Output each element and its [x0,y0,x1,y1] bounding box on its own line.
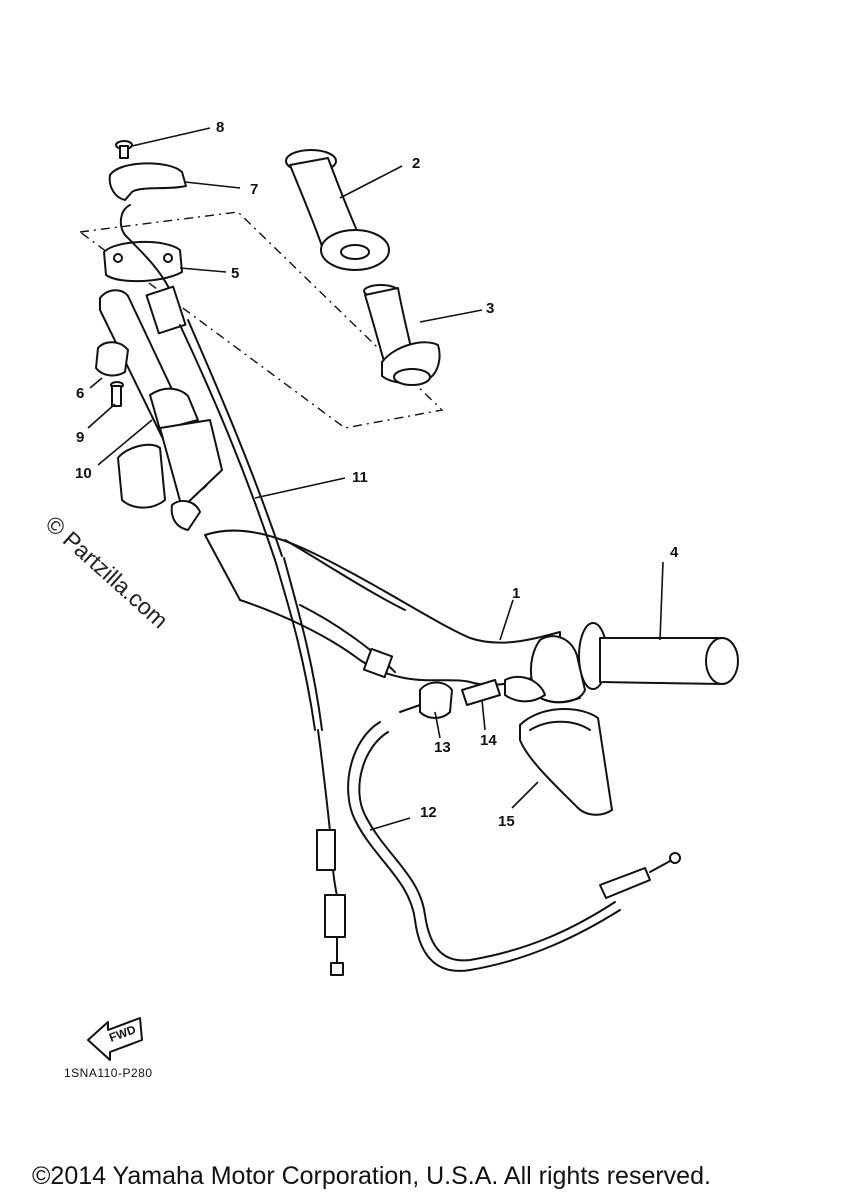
right-grip[interactable] [578,622,739,690]
callout-6[interactable]: 6 [76,385,84,402]
callout-14[interactable]: 14 [480,732,497,749]
callout-3[interactable]: 3 [486,300,494,317]
lock-nut[interactable] [461,679,501,706]
callout-12[interactable]: 12 [420,804,437,821]
throttle-grip[interactable] [363,284,441,386]
callout-8[interactable]: 8 [216,119,224,136]
callout-1[interactable]: 1 [512,585,520,602]
throttle-housing[interactable] [99,289,223,531]
callout-9[interactable]: 9 [76,429,84,446]
clutch-cable[interactable] [347,721,681,972]
screw-8[interactable] [115,140,133,159]
drawing-code: 1SNA110-P280 [64,1066,153,1080]
callout-5[interactable]: 5 [231,265,239,282]
callout-15[interactable]: 15 [498,813,515,830]
clutch-lever-holder[interactable] [504,635,586,704]
fwd-arrow-icon: FWD [87,1017,143,1061]
callout-13[interactable]: 13 [434,739,451,756]
subassembly-frame [78,211,444,429]
callout-10[interactable]: 10 [75,465,92,482]
copyright-notice: ©2014 Yamaha Motor Corporation, U.S.A. A… [32,1162,711,1190]
throttle-cable[interactable] [119,204,346,976]
callout-11[interactable]: 11 [352,469,368,486]
lower-holder[interactable] [95,341,129,377]
cable-guide[interactable] [108,162,187,201]
grip-2[interactable] [285,149,390,271]
watermark: © Partzilla.com [41,510,174,633]
lever-cover[interactable] [519,708,613,816]
callout-7[interactable]: 7 [250,181,258,198]
cable-adjuster[interactable] [399,681,453,719]
bolt-9[interactable] [110,381,124,407]
callout-2[interactable]: 2 [412,155,420,172]
callout-4[interactable]: 4 [670,544,679,561]
handlebar[interactable] [204,529,561,686]
leader-lines [87,127,664,831]
upper-cover[interactable] [103,241,183,283]
